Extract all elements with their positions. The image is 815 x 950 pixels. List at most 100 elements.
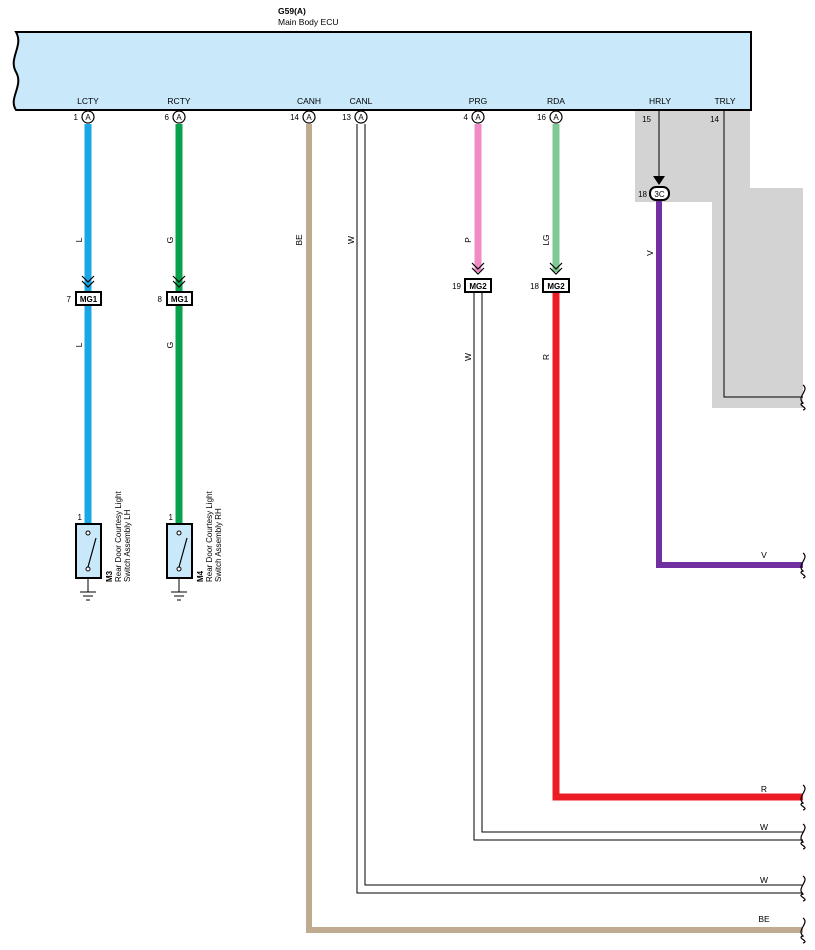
connector-pin-mg1-rh: 8 bbox=[158, 295, 163, 304]
wire-label-lcty-lower: L bbox=[74, 342, 84, 347]
switch-code-m3: M3 bbox=[105, 570, 114, 582]
connector-chevrons bbox=[81, 262, 563, 288]
wire-label-canh: BE bbox=[294, 234, 304, 246]
switch-code-m4: M4 bbox=[196, 570, 205, 582]
switch-pin-m3: 1 bbox=[78, 513, 83, 522]
wire-prg-out-outer bbox=[473, 292, 803, 841]
exit-label-w-upper: W bbox=[760, 822, 768, 832]
break-mark-icon bbox=[800, 823, 806, 850]
main-body-ecu bbox=[12, 31, 752, 111]
switch-contact-top bbox=[85, 530, 91, 536]
chevron-icon bbox=[172, 280, 186, 288]
wire-label-rcty-upper: G bbox=[165, 237, 175, 244]
connector-pin-3c: 18 bbox=[638, 190, 647, 199]
switch-name-m4-line2: Switch Assembly RH bbox=[214, 508, 223, 582]
pin-circle-rcty bbox=[172, 110, 186, 124]
connector-label-mg2-rda: MG2 bbox=[547, 282, 565, 291]
switch-blade bbox=[178, 537, 188, 568]
connector-pin-mg1-lh: 7 bbox=[67, 295, 72, 304]
break-mark-icon bbox=[800, 384, 806, 411]
wire-canh bbox=[306, 124, 803, 933]
pin-circle-canl bbox=[354, 110, 368, 124]
relay-shade-area bbox=[635, 110, 803, 408]
connector-label-mg1-lh: MG1 bbox=[80, 295, 98, 304]
break-mark-icon bbox=[800, 784, 806, 811]
connector-3c bbox=[649, 186, 670, 201]
exit-label-w-lower: W bbox=[760, 875, 768, 885]
pin-number-prg: 4 bbox=[464, 113, 469, 122]
pin-number-lcty: 1 bbox=[74, 113, 79, 122]
terminal-label-rcty: RCTY bbox=[167, 96, 190, 106]
switch-contact-bottom bbox=[176, 566, 182, 572]
ecu-terminal-pins: A 1 A 6 A 14 A 13 A 4 A 16 bbox=[74, 110, 563, 124]
wire-label-rda: LG bbox=[541, 234, 551, 245]
wire-hrly-out bbox=[656, 201, 803, 568]
wire-label-canl: W bbox=[346, 236, 356, 244]
wire-canl-outer bbox=[356, 124, 803, 894]
ecu-name: Main Body ECU bbox=[278, 17, 338, 27]
pin-letter-canh: A bbox=[306, 113, 312, 122]
terminal-label-canh: CANH bbox=[297, 96, 321, 106]
exit-label-r: R bbox=[761, 784, 767, 794]
connector-mg2-rda bbox=[542, 278, 570, 293]
wire-label-rda-out: R bbox=[541, 354, 551, 360]
exit-label-v: V bbox=[761, 550, 767, 560]
pin-circle-prg bbox=[471, 110, 485, 124]
pin-letter-prg: A bbox=[475, 113, 481, 122]
connector-mg1-lh bbox=[75, 291, 102, 306]
connector-label-mg2-prg: MG2 bbox=[469, 282, 487, 291]
chevron-icon bbox=[172, 275, 186, 283]
connector-pin-mg2-prg: 19 bbox=[452, 282, 461, 291]
chevron-icon bbox=[549, 267, 563, 275]
chevron-icon bbox=[81, 275, 95, 283]
chevron-icon bbox=[471, 267, 485, 275]
chevron-icon bbox=[81, 280, 95, 288]
terminal-label-rda: RDA bbox=[547, 96, 565, 106]
break-mark-icon bbox=[800, 875, 806, 902]
switch-contact-bottom bbox=[85, 566, 91, 572]
wire-break-marks bbox=[800, 384, 806, 944]
pin-letter-lcty: A bbox=[85, 113, 91, 122]
connector-mg2-prg bbox=[464, 278, 492, 293]
wire-prg-out-inner bbox=[481, 292, 803, 833]
pin-number-canl: 13 bbox=[342, 113, 351, 122]
connector-label-3c: 3C bbox=[654, 190, 664, 199]
switch-contact-top bbox=[176, 530, 182, 536]
switch-name-m4-line1: Rear Door Courtesy Light bbox=[205, 491, 214, 582]
switch-name-m3-line2: Switch Assembly LH bbox=[123, 509, 132, 582]
terminal-label-trly: TRLY bbox=[714, 96, 735, 106]
terminal-label-canl: CANL bbox=[350, 96, 373, 106]
wire-label-prg: P bbox=[463, 237, 473, 243]
wire-label-hrly: V bbox=[645, 250, 655, 256]
connector-mg1-rh bbox=[166, 291, 193, 306]
pin-circle-lcty bbox=[81, 110, 95, 124]
switch-blade bbox=[87, 537, 97, 568]
terminal-label-lcty: LCTY bbox=[77, 96, 99, 106]
pin-number-hrly: 15 bbox=[642, 115, 651, 124]
switch-name-m3-line1: Rear Door Courtesy Light bbox=[114, 491, 123, 582]
pin-letter-canl: A bbox=[358, 113, 364, 122]
connector-pin-mg2-rda: 18 bbox=[530, 282, 539, 291]
terminal-label-prg: PRG bbox=[469, 96, 487, 106]
break-mark-icon bbox=[800, 552, 806, 579]
wire-label-lcty-upper: L bbox=[74, 237, 84, 242]
exit-label-be: BE bbox=[758, 914, 770, 924]
break-mark-icon bbox=[800, 917, 806, 944]
pin-letter-rcty: A bbox=[176, 113, 182, 122]
pin-number-canh: 14 bbox=[290, 113, 299, 122]
terminal-label-hrly: HRLY bbox=[649, 96, 671, 106]
pin-circle-canh bbox=[302, 110, 316, 124]
ground-icon bbox=[171, 591, 187, 601]
switch-pin-m4: 1 bbox=[169, 513, 174, 522]
wire-label-prg-out: W bbox=[463, 353, 473, 361]
pin-number-rda: 16 bbox=[537, 113, 546, 122]
wire-label-rcty-lower: G bbox=[165, 342, 175, 349]
wire-trly bbox=[723, 110, 803, 398]
ecu-code: G59(A) bbox=[278, 6, 306, 16]
pin-number-rcty: 6 bbox=[165, 113, 170, 122]
chevron-icon bbox=[549, 262, 563, 270]
wire-canl-inner bbox=[364, 124, 803, 886]
pin-letter-rda: A bbox=[553, 113, 559, 122]
arrow-down-icon bbox=[653, 176, 665, 185]
